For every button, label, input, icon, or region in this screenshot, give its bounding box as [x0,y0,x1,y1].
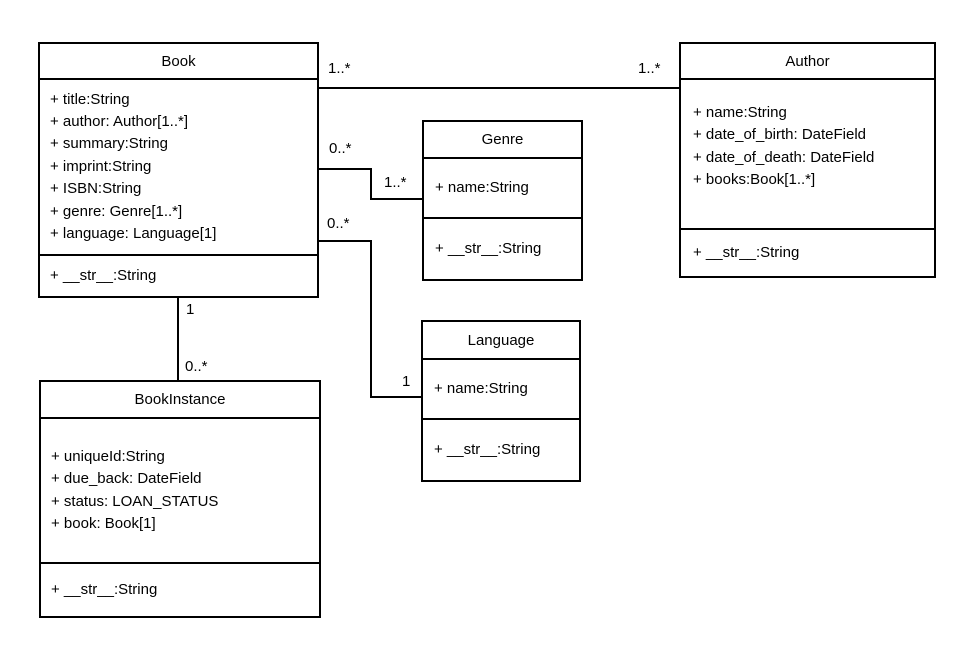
class-box-author: Author + name:String + date_of_birth: Da… [679,42,936,278]
class-box-genre: Genre + name:String + __str__:String [422,120,583,281]
attribute-line: + name:String [434,379,528,397]
class-name-language: Language [423,322,579,360]
association-book-language-segment-1 [318,240,372,242]
attribute-line: + language: Language[1] [50,225,217,243]
association-book-language-segment-2 [370,240,372,398]
attribute-line: + ISBN:String [50,180,142,198]
multiplicity-label-book-language-near-book: 0..* [327,215,350,232]
class-name-bookinstance: BookInstance [41,382,319,419]
method-line: + __str__:String [434,440,541,458]
attributes-compartment-book: + title:String + author: Author[1..*] + … [40,80,317,256]
attribute-line: + books:Book[1..*] [693,171,816,189]
class-box-bookinstance: BookInstance + uniqueId:String + due_bac… [39,380,321,618]
attribute-line: + summary:String [50,135,168,153]
multiplicity-label-book-bookinstance-near-book: 1 [186,301,195,318]
multiplicity-label-book-bookinstance-near-bookinstance: 0..* [185,358,208,375]
attribute-line: + date_of_birth: DateField [693,126,867,144]
method-line: + __str__:String [435,239,542,257]
methods-compartment-bookinstance: + __str__:String [41,564,319,616]
class-box-book: Book + title:String + author: Author[1..… [38,42,319,298]
association-book-bookinstance-line [177,298,179,380]
multiplicity-label-book-language-near-language: 1 [402,373,411,390]
attribute-line: + author: Author[1..*] [50,112,189,130]
attribute-line: + due_back: DateField [51,470,202,488]
attribute-line: + name:String [693,104,787,121]
multiplicity-label-book-genre-near-genre: 1..* [384,174,407,191]
attribute-line: + uniqueId:String [51,447,165,465]
association-book-genre-segment-3 [370,198,422,200]
attribute-line: + status: LOAN_STATUS [51,492,219,510]
methods-compartment-book: + __str__:String [40,256,317,296]
attributes-compartment-genre: + name:String [424,159,581,219]
attributes-compartment-bookinstance: + uniqueId:String + due_back: DateField … [41,419,319,564]
multiplicity-label-book-genre-near-book: 0..* [329,140,352,157]
class-name-genre: Genre [424,122,581,159]
method-line: + __str__:String [51,580,158,598]
association-book-genre-segment-1 [318,168,372,170]
methods-compartment-language: + __str__:String [423,420,579,480]
multiplicity-label-book-author-near-book: 1..* [328,60,351,77]
attribute-line: + name:String [435,178,529,196]
attribute-line: + title:String [50,90,130,108]
class-box-language: Language + name:String + __str__:String [421,320,581,482]
class-name-book: Book [40,44,317,80]
methods-compartment-author: + __str__:String [681,230,934,276]
multiplicity-label-book-author-near-author: 1..* [638,60,661,77]
method-line: + __str__:String [693,243,800,261]
attributes-compartment-language: + name:String [423,360,579,420]
association-book-genre-segment-2 [370,168,372,200]
method-line: + __str__:String [50,266,157,284]
attribute-line: + date_of_death: DateField [693,148,875,166]
attribute-line: + imprint:String [50,157,152,175]
association-book-language-segment-3 [370,396,421,398]
attributes-compartment-author: + name:String + date_of_birth: DateField… [681,80,934,230]
methods-compartment-genre: + __str__:String [424,219,581,279]
association-book-author-line [318,87,679,89]
attribute-line: + genre: Genre[1..*] [50,202,183,220]
class-name-author: Author [681,44,934,80]
attribute-line: + book: Book[1] [51,514,156,532]
